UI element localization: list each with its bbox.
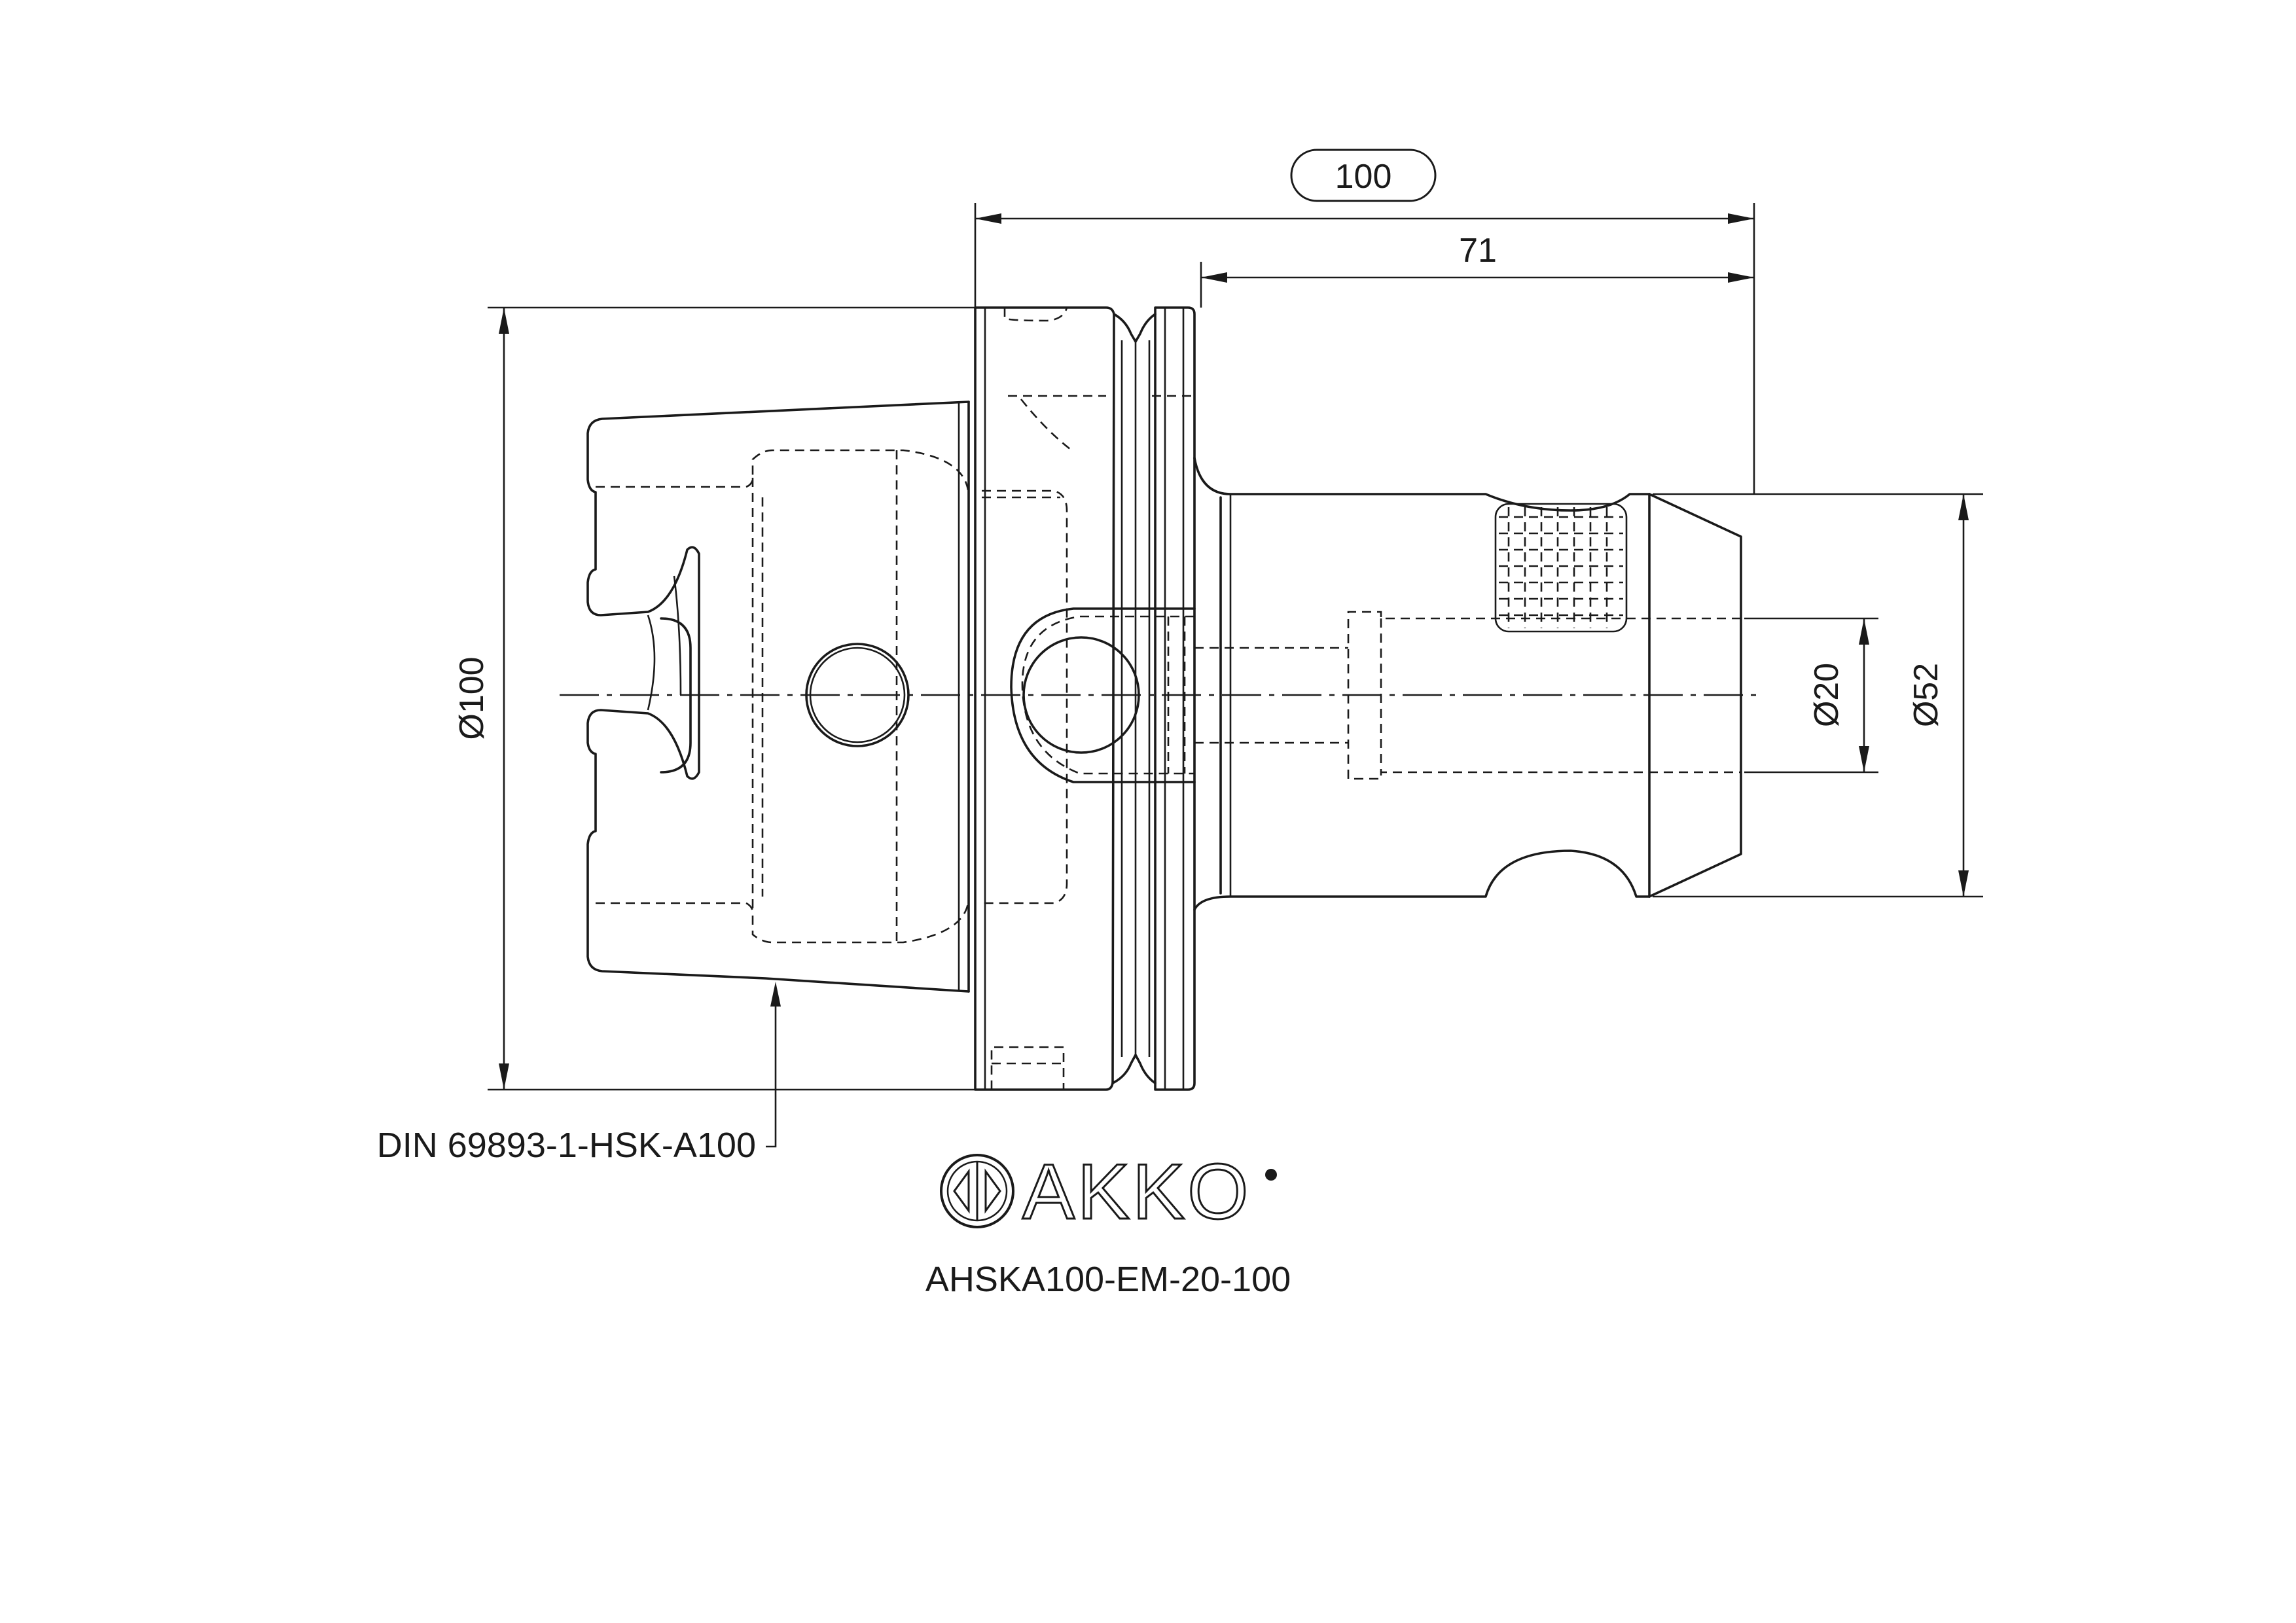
bore-diameter-value: Ø20 (1808, 663, 1846, 727)
set-screw-thread (1494, 503, 1628, 633)
dimension-flange-diameter: Ø100 (453, 306, 975, 1091)
flange-diameter-value: Ø100 (453, 656, 491, 740)
interface-standard-label: DIN 69893-1-HSK-A100 (377, 1126, 756, 1165)
dimension-overall-length: 100 (974, 149, 1755, 494)
akko-logo-icon (940, 1154, 1014, 1228)
dimension-bore-diameter: Ø20 (1744, 617, 1878, 774)
interface-callout: DIN 69893-1-HSK-A100 (377, 982, 781, 1165)
flange (974, 306, 1196, 1091)
brand-name: AKKO (1022, 1148, 1251, 1236)
body (1193, 457, 1742, 911)
registered-mark-dot (1265, 1169, 1277, 1181)
dimension-body-diameter: Ø52 (1653, 493, 1983, 898)
projection-length-value: 71 (1459, 232, 1497, 270)
overall-length-value: 100 (1335, 158, 1392, 196)
hsk-taper-shank (586, 401, 970, 993)
akko-logo: AKKO (940, 1147, 1277, 1237)
dimension-projection-length: 71 (1200, 232, 1754, 308)
body-diameter-value: Ø52 (1907, 663, 1945, 727)
part-number: AHSKA100-EM-20-100 (925, 1260, 1291, 1299)
